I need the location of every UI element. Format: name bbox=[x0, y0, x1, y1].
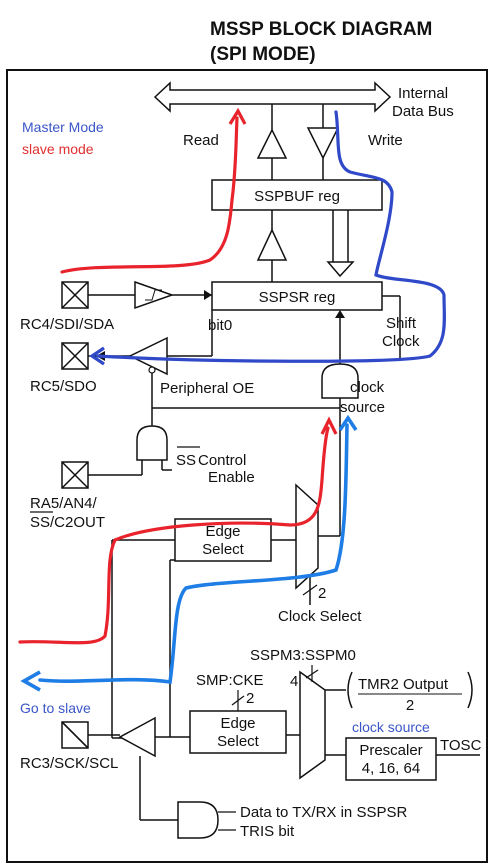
shift-clock-and-gate bbox=[321, 363, 359, 399]
rc4-pin-label: RC4/SDI/SDA bbox=[20, 316, 114, 333]
diagram-title-line2: (SPI MODE) bbox=[210, 44, 316, 65]
edge-select-top-line2: Select bbox=[202, 541, 245, 558]
smp-width: 2 bbox=[246, 690, 254, 707]
rc3-pin-box bbox=[61, 721, 89, 749]
sspsr-register bbox=[211, 281, 383, 311]
sspm-width: 4 bbox=[290, 673, 298, 690]
diagram-frame bbox=[6, 69, 488, 863]
shift-clock-arrow bbox=[335, 310, 345, 318]
slave-mode-annotation: slave mode bbox=[22, 141, 94, 157]
diagram-title-line1: MSSP BLOCK DIAGRAM bbox=[210, 19, 432, 40]
edge-select-bottom-line2: Select bbox=[217, 733, 260, 750]
sspbuf-label: SSPBUF reg bbox=[254, 188, 340, 205]
go-to-slave-arrowhead bbox=[20, 670, 41, 692]
clock-select-mux bbox=[295, 483, 319, 590]
master-mode-path bbox=[96, 110, 446, 363]
go-to-slave-annotation: Go to slave bbox=[20, 700, 91, 716]
smp-cke-label: SMP:CKE bbox=[196, 672, 264, 689]
master-mode-arrowhead bbox=[89, 346, 105, 366]
sck-output-buffer bbox=[118, 716, 156, 758]
shift-clock-label-line2: Clock bbox=[382, 333, 420, 350]
tosc-label: TOSC bbox=[440, 737, 482, 754]
tris-bit-label: TRIS bit bbox=[240, 823, 295, 840]
ss-control-label-enable: Enable bbox=[208, 469, 255, 486]
sspm-mux bbox=[299, 670, 326, 780]
bus-label-line1: Internal bbox=[398, 85, 448, 102]
ss-control-label-control: Control bbox=[198, 452, 246, 469]
tmr2-divisor: 2 bbox=[406, 697, 414, 714]
clock-source-annotation-top-line1: clock bbox=[350, 379, 385, 396]
slave-clock-arrowhead bbox=[320, 416, 338, 435]
tmr2-output-label: TMR2 Output bbox=[358, 676, 449, 693]
clock-select-width: 2 bbox=[318, 585, 326, 602]
internal-data-bus bbox=[153, 81, 392, 113]
bus-label-line2: Data Bus bbox=[392, 103, 454, 120]
read-label: Read bbox=[183, 132, 219, 149]
edge-select-bottom bbox=[189, 710, 287, 754]
read-buffer-triangles bbox=[256, 104, 288, 282]
ra5-pin-box bbox=[61, 461, 89, 489]
prescaler-line1: Prescaler bbox=[359, 742, 422, 759]
shift-clock-label-line1: Shift bbox=[386, 315, 417, 332]
edge-select-bottom-line1: Edge bbox=[220, 715, 255, 732]
edge-select-top-line1: Edge bbox=[205, 523, 240, 540]
slave-clock-path bbox=[18, 426, 330, 645]
sspsr-label: SSPSR reg bbox=[259, 289, 336, 306]
ss-control-and-gate bbox=[136, 425, 168, 461]
rc5-pin-label: RC5/SDO bbox=[30, 378, 97, 395]
ra5-pin-label-line2: SS/C2OUT bbox=[30, 514, 105, 531]
ss-control-label-ss: SS bbox=[176, 452, 196, 469]
sspm-label: SSPM3:SSPM0 bbox=[250, 647, 356, 664]
clock-source-annotation-bottom: clock source bbox=[352, 719, 430, 735]
sspbuf-register bbox=[211, 179, 383, 211]
clock-select-label: Clock Select bbox=[278, 608, 362, 625]
write-label: Write bbox=[368, 132, 403, 149]
rc3-pin-label: RC3/SCK/SCL bbox=[20, 755, 118, 772]
slave-mode-path bbox=[60, 116, 239, 274]
rc4-pin-box bbox=[61, 281, 89, 309]
rc5-pin-box bbox=[61, 342, 89, 370]
ra5-pin-label-line1: RA5/AN4/ bbox=[30, 495, 98, 512]
peripheral-oe-label: Peripheral OE bbox=[160, 380, 254, 397]
data-to-txrx-label: Data to TX/RX in SSPSR bbox=[240, 804, 407, 821]
write-buffer bbox=[306, 104, 355, 278]
clock-source-arrowhead bbox=[338, 414, 358, 431]
master-mode-annotation: Master Mode bbox=[22, 119, 104, 135]
prescaler-block bbox=[345, 737, 437, 781]
clock-source-annotation-top-line2: source bbox=[340, 399, 385, 416]
slave-mode-arrowhead bbox=[228, 107, 247, 125]
clock-source-path bbox=[38, 423, 349, 685]
prescaler-line2: 4, 16, 64 bbox=[362, 760, 420, 777]
txrx-and-gate bbox=[177, 801, 219, 839]
bit0-label: bit0 bbox=[208, 317, 232, 334]
sdo-output-buffer bbox=[128, 336, 168, 376]
